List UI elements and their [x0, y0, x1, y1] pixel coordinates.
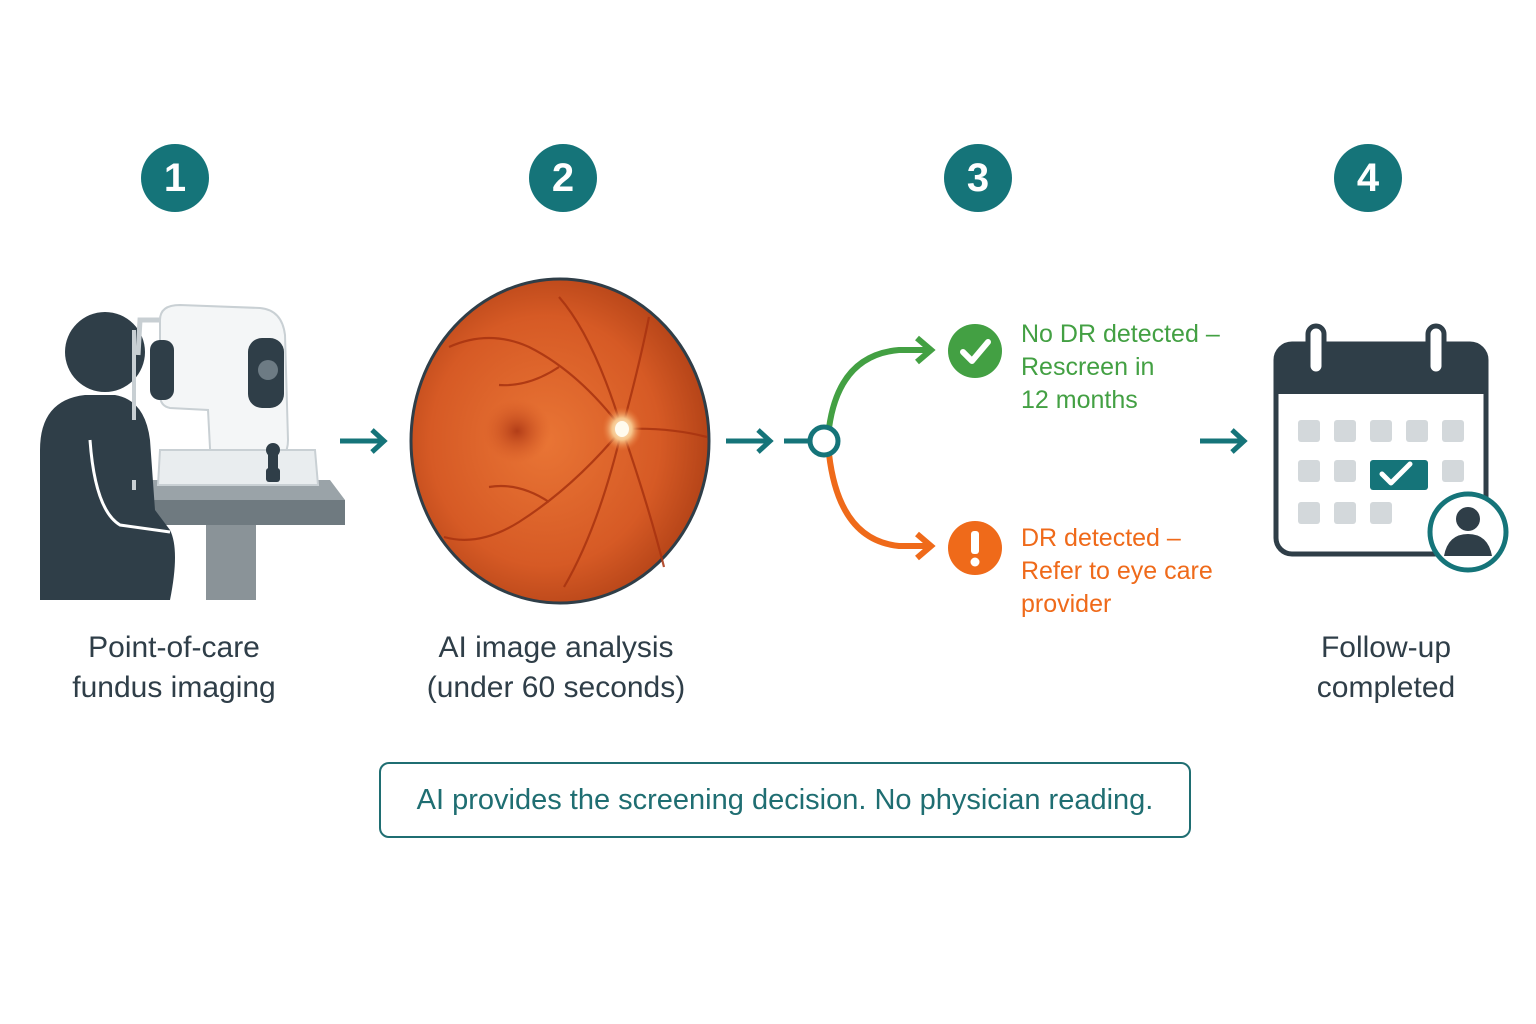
ai-decision-note: AI provides the screening decision. No p… [379, 762, 1191, 838]
retina-fundus-image [409, 277, 711, 605]
step-3-badge: 3 [944, 144, 1012, 212]
check-circle-icon [948, 324, 1002, 378]
patient-with-fundus-camera-icon [40, 303, 345, 600]
arrow-right-icon [340, 428, 388, 454]
exclamation-circle-icon [948, 521, 1002, 575]
step-1-caption: Point-of-care fundus imaging [72, 631, 276, 704]
calendar-with-patient-icon [1273, 323, 1509, 573]
decision-branch-icon [726, 335, 936, 561]
step-2-caption: AI image analysis (under 60 seconds) [426, 631, 686, 704]
arrow-right-icon [1200, 428, 1248, 454]
negative-outcome-text: No DR detected – Rescreen in 12 months [1021, 320, 1220, 414]
step-2-badge: 2 [529, 144, 597, 212]
step-4-caption: Follow-up completed [1316, 631, 1456, 704]
step-4-badge: 4 [1334, 144, 1402, 212]
positive-outcome-text: DR detected – Refer to eye care provider [1021, 524, 1213, 618]
step-1-badge: 1 [141, 144, 209, 212]
